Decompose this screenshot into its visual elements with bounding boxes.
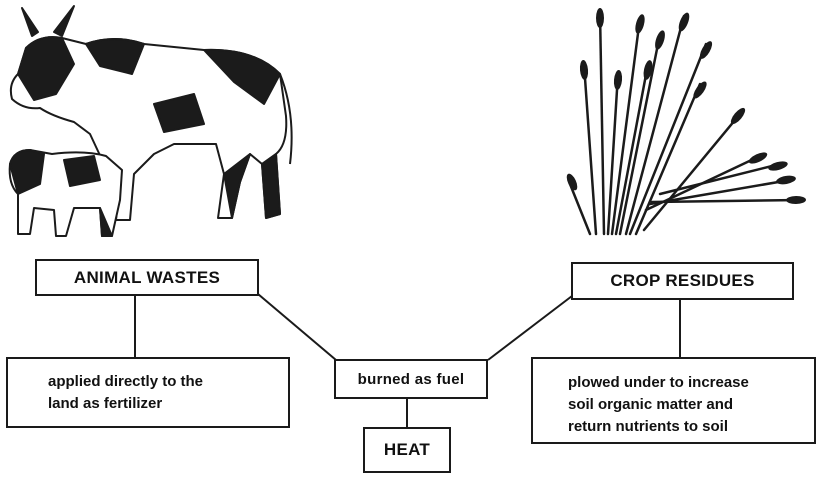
applied-line-2: land as fertilizer [48, 393, 288, 415]
burned-as-fuel-label: burned as fuel [358, 371, 465, 388]
plowed-line-3: return nutrients to soil [568, 416, 814, 438]
connector-crop-to-burned [488, 296, 572, 360]
crop-residues-box: CROP RESIDUES [571, 262, 794, 300]
heat-box: HEAT [363, 427, 451, 473]
plowed-under-box: plowed under to increase soil organic ma… [531, 357, 816, 444]
heat-label: HEAT [384, 440, 430, 460]
animal-wastes-label: ANIMAL WASTES [74, 268, 220, 288]
plowed-line-1: plowed under to increase [568, 372, 814, 394]
plowed-line-2: soil organic matter and [568, 394, 814, 416]
burned-as-fuel-box: burned as fuel [334, 359, 488, 399]
animal-wastes-box: ANIMAL WASTES [35, 259, 259, 296]
crop-residue-illustration [560, 4, 810, 240]
connector-animal-to-burned [258, 294, 336, 360]
cattle-illustration [4, 4, 304, 244]
applied-line-1: applied directly to the [48, 371, 288, 393]
applied-fertilizer-box: applied directly to the land as fertiliz… [6, 357, 290, 428]
crop-residues-label: CROP RESIDUES [610, 271, 754, 291]
